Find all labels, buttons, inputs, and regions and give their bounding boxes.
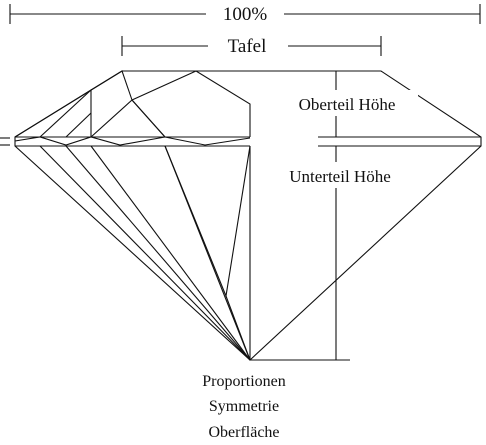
crown-facet-g: [131, 99, 166, 138]
crown-facet-a: [14, 89, 92, 138]
width-dimension: 100%: [9, 4, 481, 25]
criteria-proportions: Proportionen: [202, 373, 286, 390]
crown-facet-c: [39, 89, 92, 138]
girdle: [14, 136, 481, 147]
criteria-list: Proportionen Symmetrie Oberfläche: [202, 373, 286, 441]
pavilion-main-a: [39, 145, 251, 361]
crown-height-label: Oberteil Höhe: [299, 95, 396, 114]
crown-facet-b: [90, 70, 133, 101]
pavilion-kite-bottom: [225, 295, 251, 361]
crown-facet-d: [65, 112, 92, 138]
crown-facet-e: [90, 99, 166, 138]
table-dimension: Tafel: [121, 36, 382, 57]
crown-facet-f: [131, 70, 251, 137]
pavilion-main-b: [65, 145, 251, 361]
criteria-symmetry: Symmetrie: [209, 398, 279, 415]
crown-facets: [14, 70, 251, 138]
pavilion-main-c: [90, 145, 251, 361]
width-label: 100%: [223, 4, 268, 25]
girdle-facet-zigzag: [14, 136, 251, 146]
pavilion-facets: [39, 145, 251, 361]
diamond-outline: [14, 70, 482, 361]
pavilion-height-label: Unterteil Höhe: [289, 167, 391, 186]
girdle-break-left: [0, 137, 10, 146]
diamond-silhouette: [14, 70, 482, 361]
pavilion-kite: [164, 145, 251, 299]
criteria-surface: Oberfläche: [208, 424, 279, 441]
table-label: Tafel: [228, 36, 267, 57]
